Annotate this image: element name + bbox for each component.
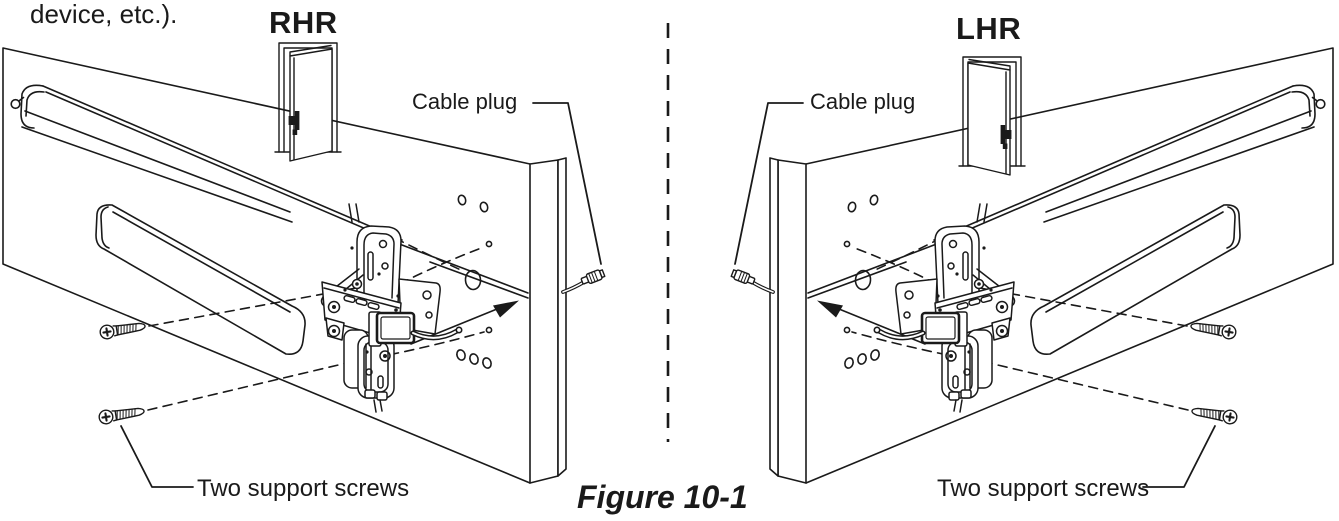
rhr-door-icon xyxy=(274,42,342,162)
figure-caption: Figure 10-1 xyxy=(577,479,748,515)
cable-plug-label-left: Cable plug xyxy=(412,89,518,114)
support-screws-label-left: Two support screws xyxy=(197,475,410,502)
lhr-handing-label: LHR xyxy=(956,11,1022,46)
rhr-handing-label: RHR xyxy=(269,5,338,40)
support-screws-label-right: Two support screws xyxy=(937,475,1150,502)
lhr-door-icon xyxy=(958,56,1026,176)
intro-text: device, etc.). xyxy=(30,0,178,29)
cable-plug-label-right: Cable plug xyxy=(810,89,916,114)
